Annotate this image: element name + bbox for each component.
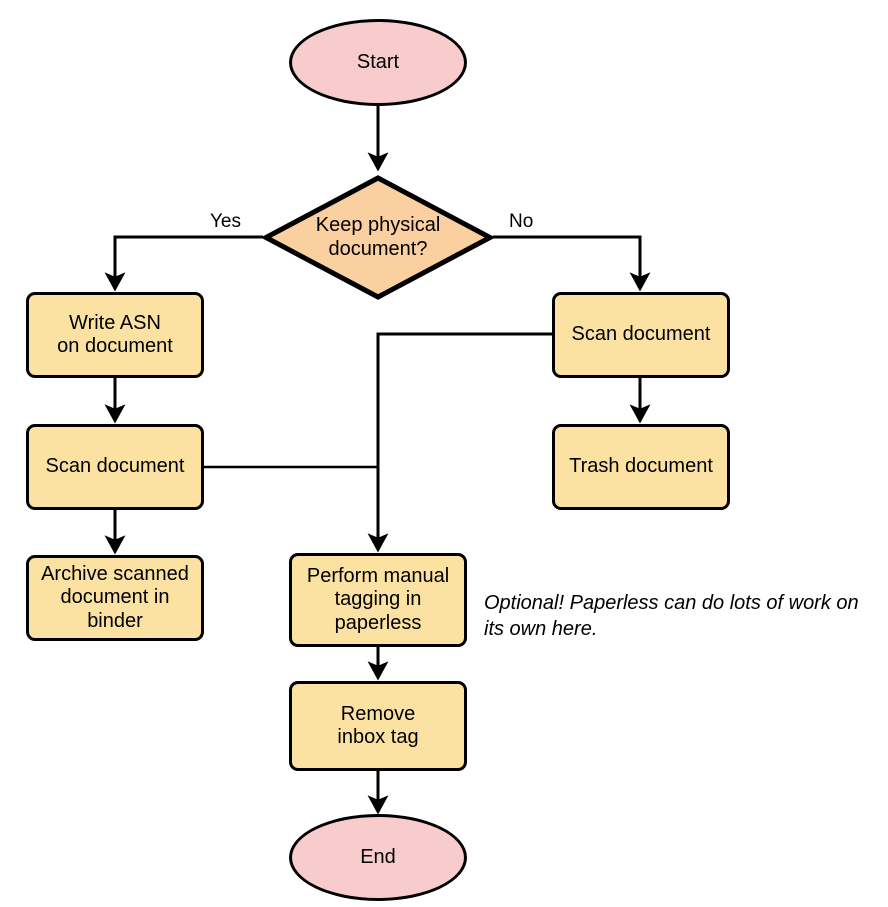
node-keep-physical-document-label: Keep physical document? [315,214,441,260]
edge-label-yes: Yes [210,211,241,232]
node-trash-document-label: Trash document [569,455,713,478]
node-end[interactable]: End [289,814,467,901]
edge-decision-yes-to-write-asn [104,235,263,292]
node-archive-scanned-document[interactable]: Archive scanned document in binder [26,555,204,641]
node-perform-manual-tagging[interactable]: Perform manual tagging in paperless [289,553,467,647]
node-keep-physical-document[interactable]: Keep physical document? [263,175,493,300]
node-write-asn-label: Write ASN on document [57,311,173,357]
annotation-optional-note: Optional! Paperless can do lots of work … [484,592,859,641]
node-end-label: End [360,845,396,868]
node-scan-document-right-label: Scan document [571,323,711,346]
node-remove-inbox-tag-label: Remove inbox tag [337,702,419,748]
edge-label-no: No [509,211,534,232]
node-remove-inbox-tag[interactable]: Remove inbox tag [289,681,467,771]
edge-decision-no-to-scan-right [493,235,651,292]
node-scan-document-left-label: Scan document [45,455,185,478]
node-trash-document[interactable]: Trash document [552,424,730,510]
edge-scan-right-to-tagging [367,332,552,553]
node-perform-manual-tagging-label: Perform manual tagging in paperless [306,565,450,634]
node-write-asn[interactable]: Write ASN on document [26,292,204,378]
node-scan-document-left[interactable]: Scan document [26,424,204,510]
node-scan-document-right[interactable]: Scan document [552,292,730,378]
diamond-shape [263,175,493,300]
node-archive-scanned-document-label: Archive scanned document in binder [41,563,189,632]
node-start-label: Start [356,50,400,73]
node-start[interactable]: Start [289,19,467,106]
